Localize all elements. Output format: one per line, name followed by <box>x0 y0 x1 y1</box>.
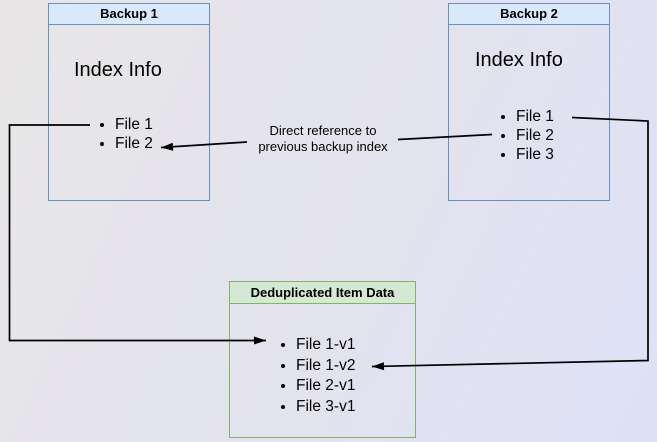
backup2-header[interactable]: Backup 2 <box>449 4 609 25</box>
backup1-index-info-label: Index Info <box>74 59 162 81</box>
backup1-header[interactable]: Backup 1 <box>49 4 209 25</box>
file-item: File 1 <box>516 107 554 126</box>
dedup-node[interactable]: Deduplicated Item Data File 1-v1File 1-v… <box>229 281 416 438</box>
backup2-title: Backup 2 <box>500 6 558 21</box>
backup2-file-list: File 1File 2File 3 <box>450 107 554 164</box>
backup1-title: Backup 1 <box>100 6 158 21</box>
edge-label: Direct reference to previous backup inde… <box>238 123 408 155</box>
file-item: File 2 <box>115 134 153 153</box>
backup1-file-list: File 1File 2 <box>49 115 153 153</box>
file-item: File 2-v1 <box>296 376 355 397</box>
dedup-file-list: File 1-v1File 1-v2File 2-v1File 3-v1 <box>230 335 355 417</box>
edge-label-line1: Direct reference to <box>269 123 377 138</box>
file-item: File 3-v1 <box>296 397 355 418</box>
file-item: File 1-v1 <box>296 335 355 356</box>
file-item: File 1 <box>115 115 153 134</box>
dedup-title: Deduplicated Item Data <box>250 285 395 300</box>
file-item: File 2 <box>516 126 554 145</box>
dedup-header[interactable]: Deduplicated Item Data <box>230 282 415 304</box>
backup1-node[interactable]: Backup 1 Index Info File 1File 2 <box>48 3 210 201</box>
file-item: File 1-v2 <box>296 356 355 377</box>
edge-label-line2: previous backup index <box>258 139 388 154</box>
file-item: File 3 <box>516 145 554 164</box>
backup2-node[interactable]: Backup 2 Index Info File 1File 2File 3 <box>448 3 610 201</box>
backup2-index-info-label: Index Info <box>475 49 563 71</box>
